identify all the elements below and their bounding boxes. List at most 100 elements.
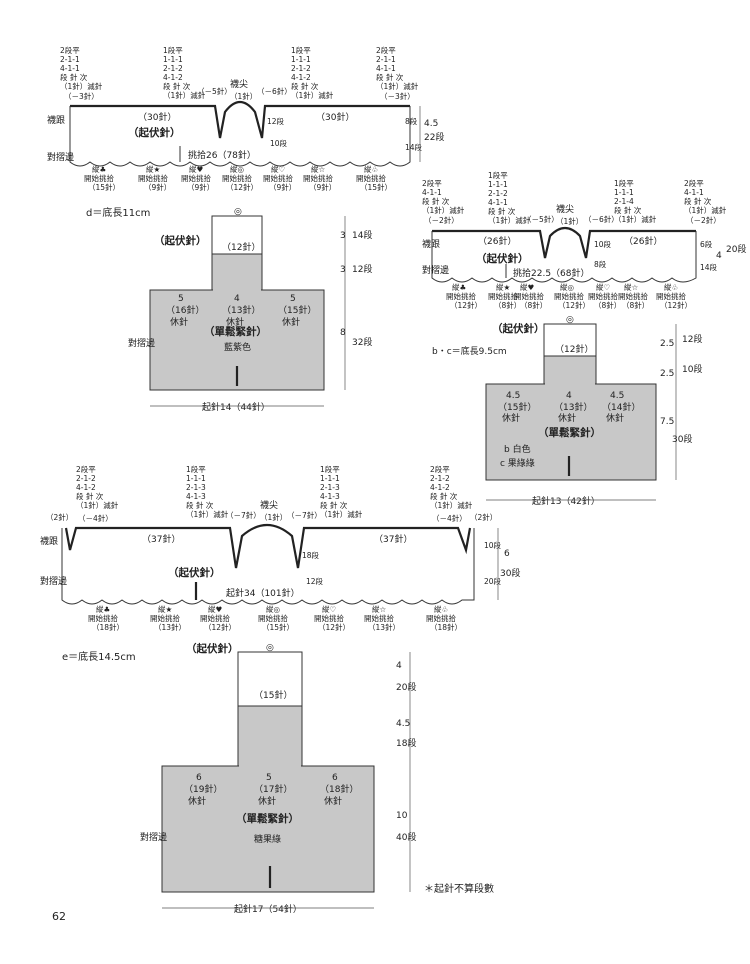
svg-text:（－3針）: （－3針） <box>380 91 415 101</box>
svg-text:（1針）減針: （1針）減針 <box>186 509 229 519</box>
e-edge-left: （2針） <box>46 512 73 522</box>
svg-text:（1針）減針: （1針）減針 <box>430 500 473 510</box>
d-top-marker: ◎ <box>234 207 242 217</box>
bc-left-count: （15針） <box>498 401 536 413</box>
svg-text:開始挑拾: 開始挑拾 <box>181 173 211 183</box>
svg-text:2-1-2: 2-1-2 <box>76 474 96 483</box>
e-title: e＝底長14.5cm <box>62 650 136 663</box>
svg-text:（18針）: （18針） <box>430 622 462 632</box>
svg-text:（－3針）: （－3針） <box>64 91 99 101</box>
bc-dim1-rows: 12段 <box>682 333 702 345</box>
e-side-bottom: 對摺邊 <box>40 575 67 587</box>
svg-text:4-1-2: 4-1-2 <box>291 73 311 82</box>
svg-text:段 針 次: 段 針 次 <box>376 72 404 82</box>
svg-text:2-1-2: 2-1-2 <box>163 64 183 73</box>
e-mid-rest: 休針 <box>258 795 276 807</box>
e-right-count: （18針） <box>320 783 358 795</box>
svg-text:（8針）: （8針） <box>520 300 547 310</box>
svg-text:（12針）: （12針） <box>660 300 692 310</box>
e-height: 6 <box>504 549 510 559</box>
e-tip-count: （1針） <box>260 512 287 522</box>
svg-text:開始挑拾: 開始挑拾 <box>263 173 293 183</box>
d-collar-top-edge <box>70 100 410 139</box>
svg-text:1-1-1: 1-1-1 <box>614 188 634 197</box>
svg-text:縱♥: 縱♥ <box>520 282 534 292</box>
svg-text:4-1-3: 4-1-3 <box>320 492 340 501</box>
svg-text:縱☆: 縱☆ <box>311 164 325 174</box>
svg-text:縱♣: 縱♣ <box>96 604 110 614</box>
svg-text:（1針）減針: （1針）減針 <box>163 90 206 100</box>
e-join <box>239 764 301 768</box>
svg-text:（15針）: （15針） <box>360 182 392 192</box>
bc-side-top: 襪跟 <box>422 238 440 250</box>
bc-dim1: 2.5 <box>660 339 674 349</box>
svg-text:縱◎: 縱◎ <box>266 604 280 614</box>
svg-text:（12針）: （12針） <box>318 622 350 632</box>
e-rules-right: 2段平 2-1-2 4-1-2 段 針 次 （1針）減針 （－4針） <box>430 464 473 523</box>
d-stitch: （單鬆緊針） <box>204 325 267 338</box>
d-rules-midright: 1段平 1-1-1 2-1-2 4-1-2 段 針 次 （1針）減針 <box>291 45 334 100</box>
e-count-right: （37針） <box>374 533 412 545</box>
bc-top-band <box>543 323 597 357</box>
bc-tip-count: （1針） <box>556 216 583 226</box>
svg-text:縱♡: 縱♡ <box>271 164 285 174</box>
svg-text:（9針）: （9針） <box>187 182 214 192</box>
svg-text:開始挑拾: 開始挑拾 <box>446 291 476 301</box>
svg-text:（1針）減針: （1針）減針 <box>488 215 531 225</box>
d-minus-5: （－5針） <box>197 86 232 96</box>
d-left-cm: 5 <box>178 294 184 304</box>
d-top-band <box>211 215 263 255</box>
svg-text:（12針）: （12針） <box>204 622 236 632</box>
e-height-rows: 30段 <box>500 567 520 579</box>
bc-color-c: c 果綠綠 <box>500 457 535 469</box>
svg-text:（1針）減針: （1針）減針 <box>76 500 119 510</box>
d-right-count: （15針） <box>278 304 316 316</box>
d-side-bottom: 對摺邊 <box>47 151 74 163</box>
svg-text:1-1-1: 1-1-1 <box>488 180 508 189</box>
e-rules-left: 2段平 2-1-2 4-1-2 段 針 次 （1針）減針 （－4針） <box>76 464 119 523</box>
d-markers: 縱♣ 開始挑拾 （15針） 縱★ 開始挑拾 （9針） 縱♥ 開始挑拾 （9針） … <box>84 164 392 192</box>
svg-text:2段平: 2段平 <box>684 178 704 188</box>
svg-text:縱◎: 縱◎ <box>560 282 574 292</box>
svg-text:2-1-2: 2-1-2 <box>291 64 311 73</box>
e-rows-12: 12段 <box>306 576 324 586</box>
svg-text:2-1-2: 2-1-2 <box>430 474 450 483</box>
svg-text:（1針）減針: （1針）減針 <box>60 81 103 91</box>
svg-text:段 針 次: 段 針 次 <box>186 500 214 510</box>
bc-join <box>545 382 595 386</box>
svg-text:2段平: 2段平 <box>376 45 396 55</box>
e-collar-top-edge <box>64 523 472 569</box>
svg-text:4-1-2: 4-1-2 <box>430 483 450 492</box>
bc-rules-midleft: 1段平 1-1-1 2-1-2 4-1-1 段 針 次 （1針）減針 <box>488 170 531 225</box>
svg-text:段 針 次: 段 針 次 <box>60 72 88 82</box>
svg-text:開始挑拾: 開始挑拾 <box>138 173 168 183</box>
bc-dim2: 2.5 <box>660 369 674 379</box>
svg-text:（1針）減針: （1針）減針 <box>422 205 465 215</box>
svg-text:（9針）: （9針） <box>269 182 296 192</box>
d-title: d＝底長11cm <box>86 206 150 219</box>
bc-markers: 縱♣ 開始挑拾 （12針） 縱★ 開始挑拾 （8針） 縱♥ 開始挑拾 （8針） … <box>446 282 692 310</box>
d-rules-right: 2段平 2-1-1 4-1-1 段 針 次 （1針）減針 （－3針） <box>376 45 419 101</box>
svg-text:段 針 次: 段 針 次 <box>422 196 450 206</box>
e-right-rest: 休針 <box>324 795 342 807</box>
page-number: 62 <box>52 910 66 923</box>
svg-text:縱♣: 縱♣ <box>452 282 466 292</box>
e-rules-midleft: 1段平 1-1-1 2-1-3 4-1-3 段 針 次 （1針）減針 <box>186 464 229 519</box>
svg-text:（12針）: （12針） <box>558 300 590 310</box>
svg-text:（－4針）: （－4針） <box>78 513 113 523</box>
diagram-e-collar: 2段平 2-1-2 4-1-2 段 針 次 （1針）減針 （－4針） 1段平 1… <box>40 464 520 632</box>
bc-color-b: b 白色 <box>504 443 531 455</box>
svg-text:2-1-2: 2-1-2 <box>488 189 508 198</box>
svg-text:1段平: 1段平 <box>186 464 206 474</box>
diagram-d-collar: 2段平 2-1-1 4-1-1 段 針 次 （1針）減針 （－3針） 1段平 1… <box>47 45 444 192</box>
svg-text:（8針）: （8針） <box>594 300 621 310</box>
d-minus-6: （－6針） <box>257 86 292 96</box>
e-top-marker: ◎ <box>266 643 274 653</box>
d-right-rest: 休針 <box>282 316 300 328</box>
e-top-label: （起伏針） <box>186 642 239 655</box>
bc-top-label: （起伏針） <box>492 322 545 335</box>
d-dim2-rows: 12段 <box>352 263 372 275</box>
e-dim2-rows: 18段 <box>396 737 416 749</box>
bc-height: 4 <box>716 251 722 261</box>
e-mid-cm: 5 <box>266 773 272 783</box>
